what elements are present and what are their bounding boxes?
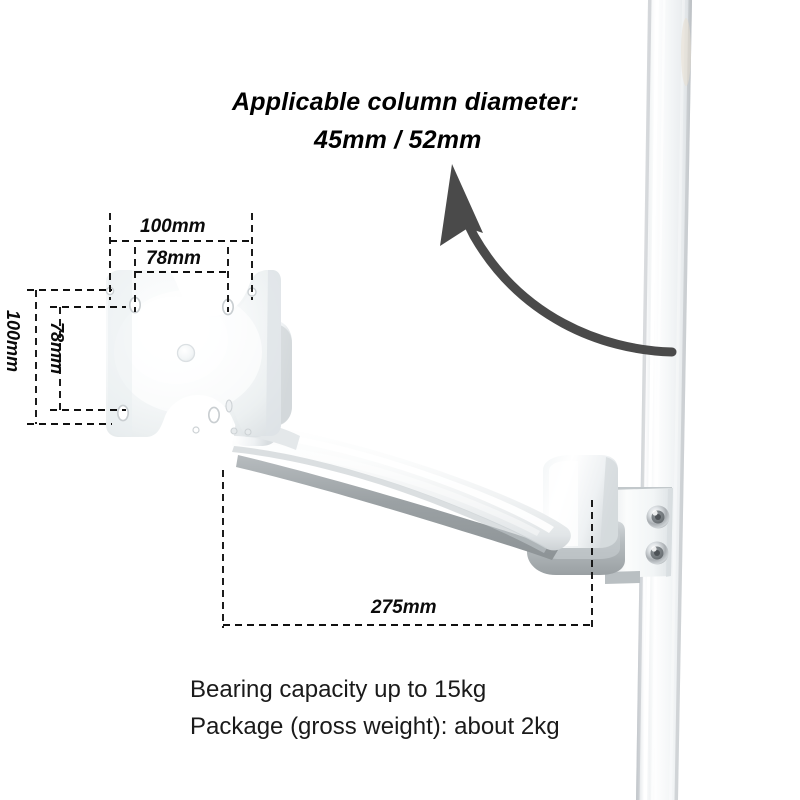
dimension-label-vesa-height-outer: 100mm [3, 310, 23, 373]
dimension-label-vesa-width-inner: 78mm [146, 248, 201, 269]
dimension-lines [27, 213, 593, 628]
clamp-bolt-lower [645, 541, 669, 565]
spec-package-weight: Package (gross weight): about 2kg [190, 713, 560, 740]
spec-bearing-capacity: Bearing capacity up to 15kg [190, 676, 487, 703]
headline-line-1: Applicable column diameter: [232, 88, 580, 116]
vesa-hole-bottom-right [208, 406, 221, 424]
curved-arrow-icon [440, 164, 677, 357]
clamp-bolt-upper [646, 505, 670, 529]
column-pole [636, 0, 692, 800]
vesa-hole-bottom-left [117, 404, 130, 422]
dimension-label-vesa-width-outer: 100mm [140, 216, 206, 237]
headline-line-2: 45mm / 52mm [314, 126, 482, 154]
vesa-plate [105, 270, 281, 437]
dimension-label-arm-reach: 275mm [371, 597, 437, 618]
dimension-label-vesa-height-inner: 78mm [47, 322, 67, 375]
